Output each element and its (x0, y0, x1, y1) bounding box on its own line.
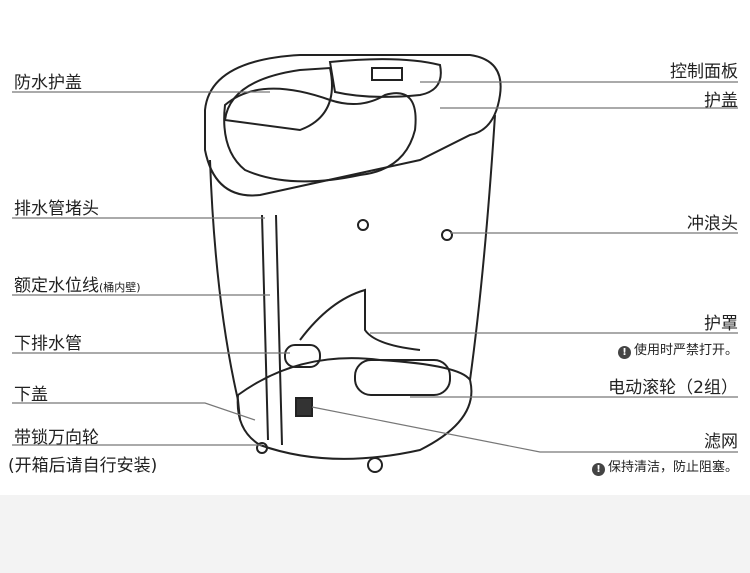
label-lower-drain: 下排水管 (14, 334, 82, 354)
label-guard: 护罩 (704, 314, 738, 334)
label-cover: 防水护盖 (14, 73, 82, 93)
filter-note: !保持清洁，防止阻塞。 (591, 456, 738, 476)
filter-note-text: 保持清洁，防止阻塞。 (607, 460, 738, 475)
warning-icon: ! (617, 346, 631, 359)
label-control-panel: 控制面板 (670, 62, 738, 82)
label-water-line: 额定水位线(桶内壁) (14, 271, 141, 296)
label-lid: 护盖 (704, 91, 738, 111)
label-jet: 冲浪头 (687, 214, 738, 234)
bottom-band (0, 495, 750, 573)
label-lower-cover: 下盖 (14, 385, 48, 405)
guard-note: !使用时严禁打开。 (617, 339, 738, 359)
label-rollers: 电动滚轮（2组） (608, 378, 738, 398)
label-filter: 滤网 (704, 432, 738, 452)
guard-note-text: 使用时严禁打开。 (633, 343, 738, 358)
label-drain-plug: 排水管堵头 (14, 199, 99, 219)
foot-bath-illustration (12, 54, 738, 473)
water-line-text: 额定水位线 (14, 276, 99, 296)
warning-icon: ! (591, 463, 605, 476)
label-wheels-note: (开箱后请自行安装) (8, 456, 158, 476)
water-line-note: (桶内壁) (99, 281, 141, 294)
label-wheels: 带锁万向轮 (14, 428, 99, 448)
